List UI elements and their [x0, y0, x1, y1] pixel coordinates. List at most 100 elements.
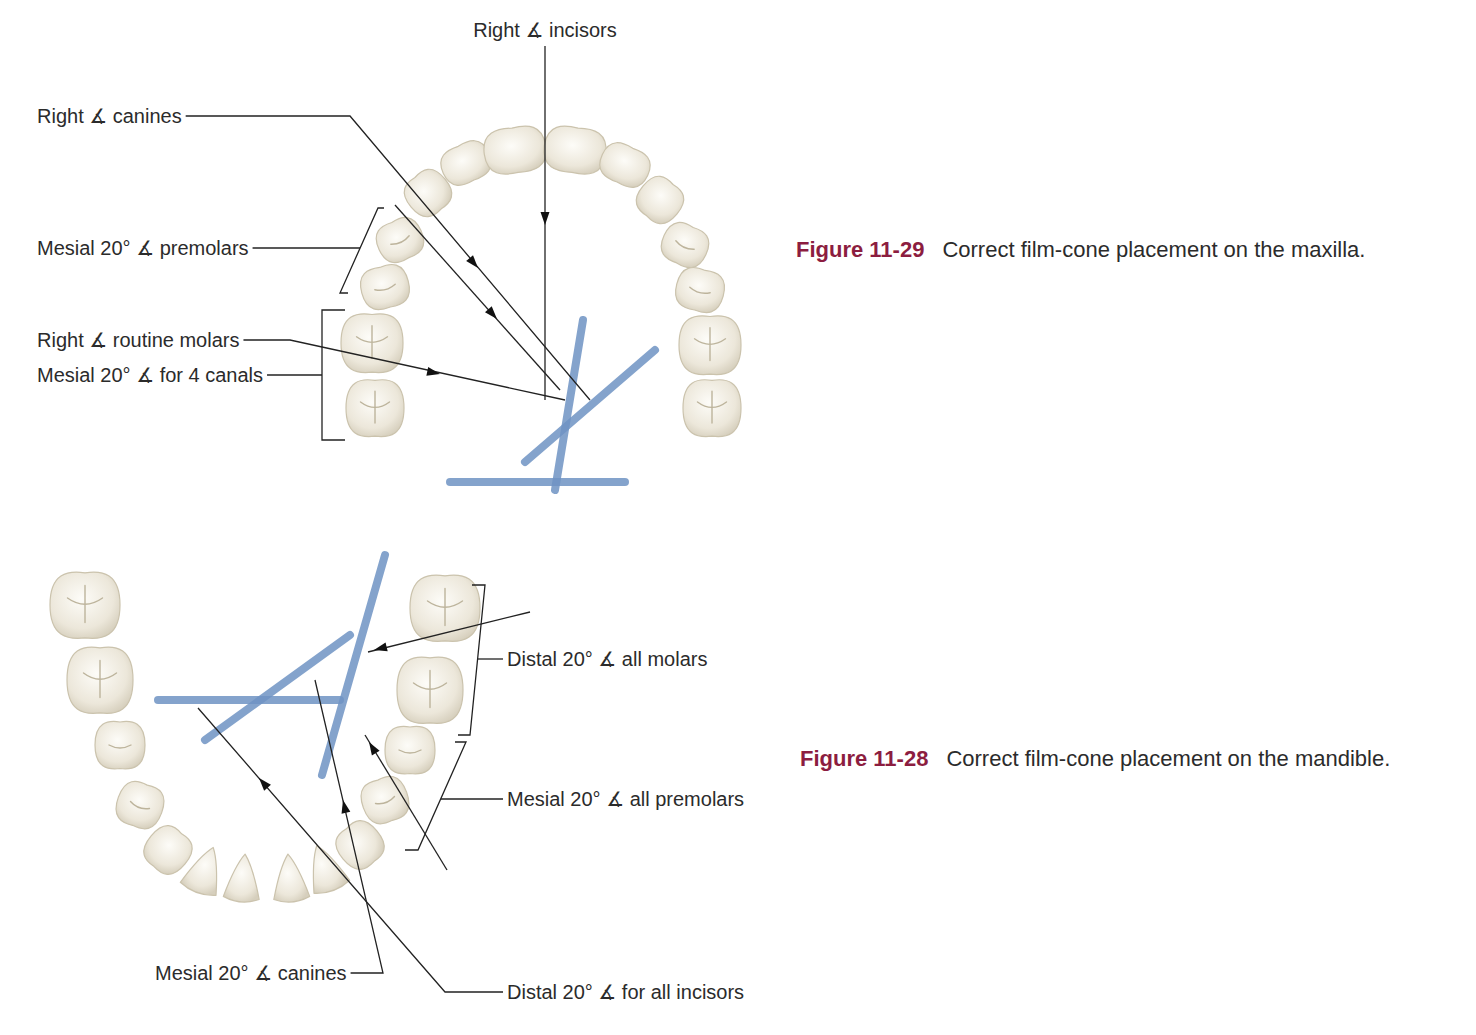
leader-lines	[186, 46, 590, 992]
tooth	[270, 853, 310, 904]
occlusal-groove	[109, 745, 131, 748]
label: Distal 20° ∡ all molars	[507, 647, 707, 671]
label: Distal 20° ∡ for all incisors	[507, 980, 744, 1004]
occlusal-groove	[391, 236, 410, 247]
tooth	[397, 657, 463, 723]
leader-line	[267, 374, 322, 375]
tooth-outline	[481, 123, 549, 177]
leader-line	[368, 612, 530, 652]
tooth	[371, 212, 430, 268]
arrowhead	[485, 306, 497, 319]
leader-line	[198, 708, 503, 992]
tooth	[356, 772, 414, 829]
tooth	[679, 316, 741, 375]
tooth-outline	[397, 657, 463, 723]
bracket	[405, 742, 466, 850]
leader-line	[365, 735, 447, 870]
bracket	[458, 585, 485, 735]
tooth	[656, 217, 715, 273]
tooth-outline	[410, 575, 480, 641]
tooth-outline	[671, 264, 728, 317]
arrowhead	[466, 255, 478, 268]
caption-text: Correct film-cone placement on the mandi…	[946, 746, 1390, 771]
tooth	[683, 380, 741, 437]
occlusal-groove	[689, 287, 710, 295]
bracket	[322, 310, 345, 440]
label: Mesial 20° ∡ all premolars	[507, 787, 744, 811]
film-bar	[322, 555, 385, 775]
tooth-outline	[656, 217, 715, 273]
occlusal-groove	[695, 328, 726, 361]
tooth	[95, 721, 145, 768]
leader-line	[395, 205, 560, 390]
tooth	[356, 261, 413, 314]
occlusal-groove	[375, 284, 396, 292]
figure-number: Figure 11-29	[796, 237, 924, 262]
occlusal-groove	[375, 797, 395, 807]
tooth	[67, 647, 133, 713]
leader-line	[253, 247, 360, 248]
tooth-outline	[356, 261, 413, 314]
tooth	[346, 380, 404, 437]
film-bar	[205, 635, 350, 740]
label: Right ∡ routine molars	[37, 328, 239, 352]
tooth	[341, 314, 403, 373]
tooth-outline	[111, 777, 169, 834]
figure-number: Figure 11-28	[800, 746, 928, 771]
occlusal-groove	[675, 241, 694, 252]
tooth	[541, 123, 609, 177]
tooth-outline	[95, 721, 145, 768]
tooth	[410, 575, 480, 641]
occlusal-groove	[428, 588, 463, 625]
figure-caption: Figure 11-28 Correct film-cone placement …	[800, 745, 1432, 773]
film-bar	[450, 478, 625, 486]
leader-line	[441, 798, 503, 799]
tooth	[223, 853, 263, 904]
label: Right ∡ incisors	[473, 18, 617, 42]
tooth-outline	[50, 572, 120, 638]
arrowhead	[259, 778, 271, 791]
tooth-outline	[679, 316, 741, 375]
occlusal-groove	[361, 391, 390, 423]
tooth-outline	[341, 314, 403, 373]
leader-line	[315, 680, 383, 973]
tooth-outline	[179, 841, 231, 899]
occlusal-groove	[84, 660, 117, 697]
leader-line	[243, 340, 565, 400]
arrowhead	[541, 212, 550, 225]
occlusal-groove	[698, 391, 727, 423]
occlusal-groove	[130, 802, 150, 812]
tooth-outline	[67, 647, 133, 713]
film-bar	[555, 320, 583, 490]
leader-line	[478, 658, 503, 659]
arrowhead	[374, 643, 388, 652]
label: Right ∡ canines	[37, 104, 182, 128]
occlusal-groove	[68, 585, 103, 622]
arrowhead	[342, 800, 351, 814]
tooth-outline	[371, 212, 430, 268]
tooth-outline	[270, 853, 310, 904]
tooth-outline	[541, 123, 609, 177]
tooth	[671, 264, 728, 317]
tooth	[630, 170, 691, 230]
label: Mesial 20° ∡ for 4 canals	[37, 363, 263, 387]
occlusal-groove	[399, 750, 421, 753]
tooth	[179, 841, 231, 899]
arrowhead	[369, 742, 380, 755]
label: Mesial 20° ∡ canines	[155, 961, 347, 985]
tooth-outline	[223, 853, 263, 904]
tooth	[385, 726, 435, 773]
tooth-outline	[630, 170, 691, 230]
arrowhead	[426, 367, 440, 376]
figure-caption: Figure 11-29 Correct film-cone placement …	[796, 236, 1428, 264]
film-bar	[158, 696, 340, 704]
tooth	[481, 123, 549, 177]
bracket	[340, 208, 384, 293]
caption-text: Correct film-cone placement on the maxil…	[942, 237, 1365, 262]
tooth	[50, 572, 120, 638]
tooth	[111, 777, 169, 834]
tooth-outline	[356, 772, 414, 829]
